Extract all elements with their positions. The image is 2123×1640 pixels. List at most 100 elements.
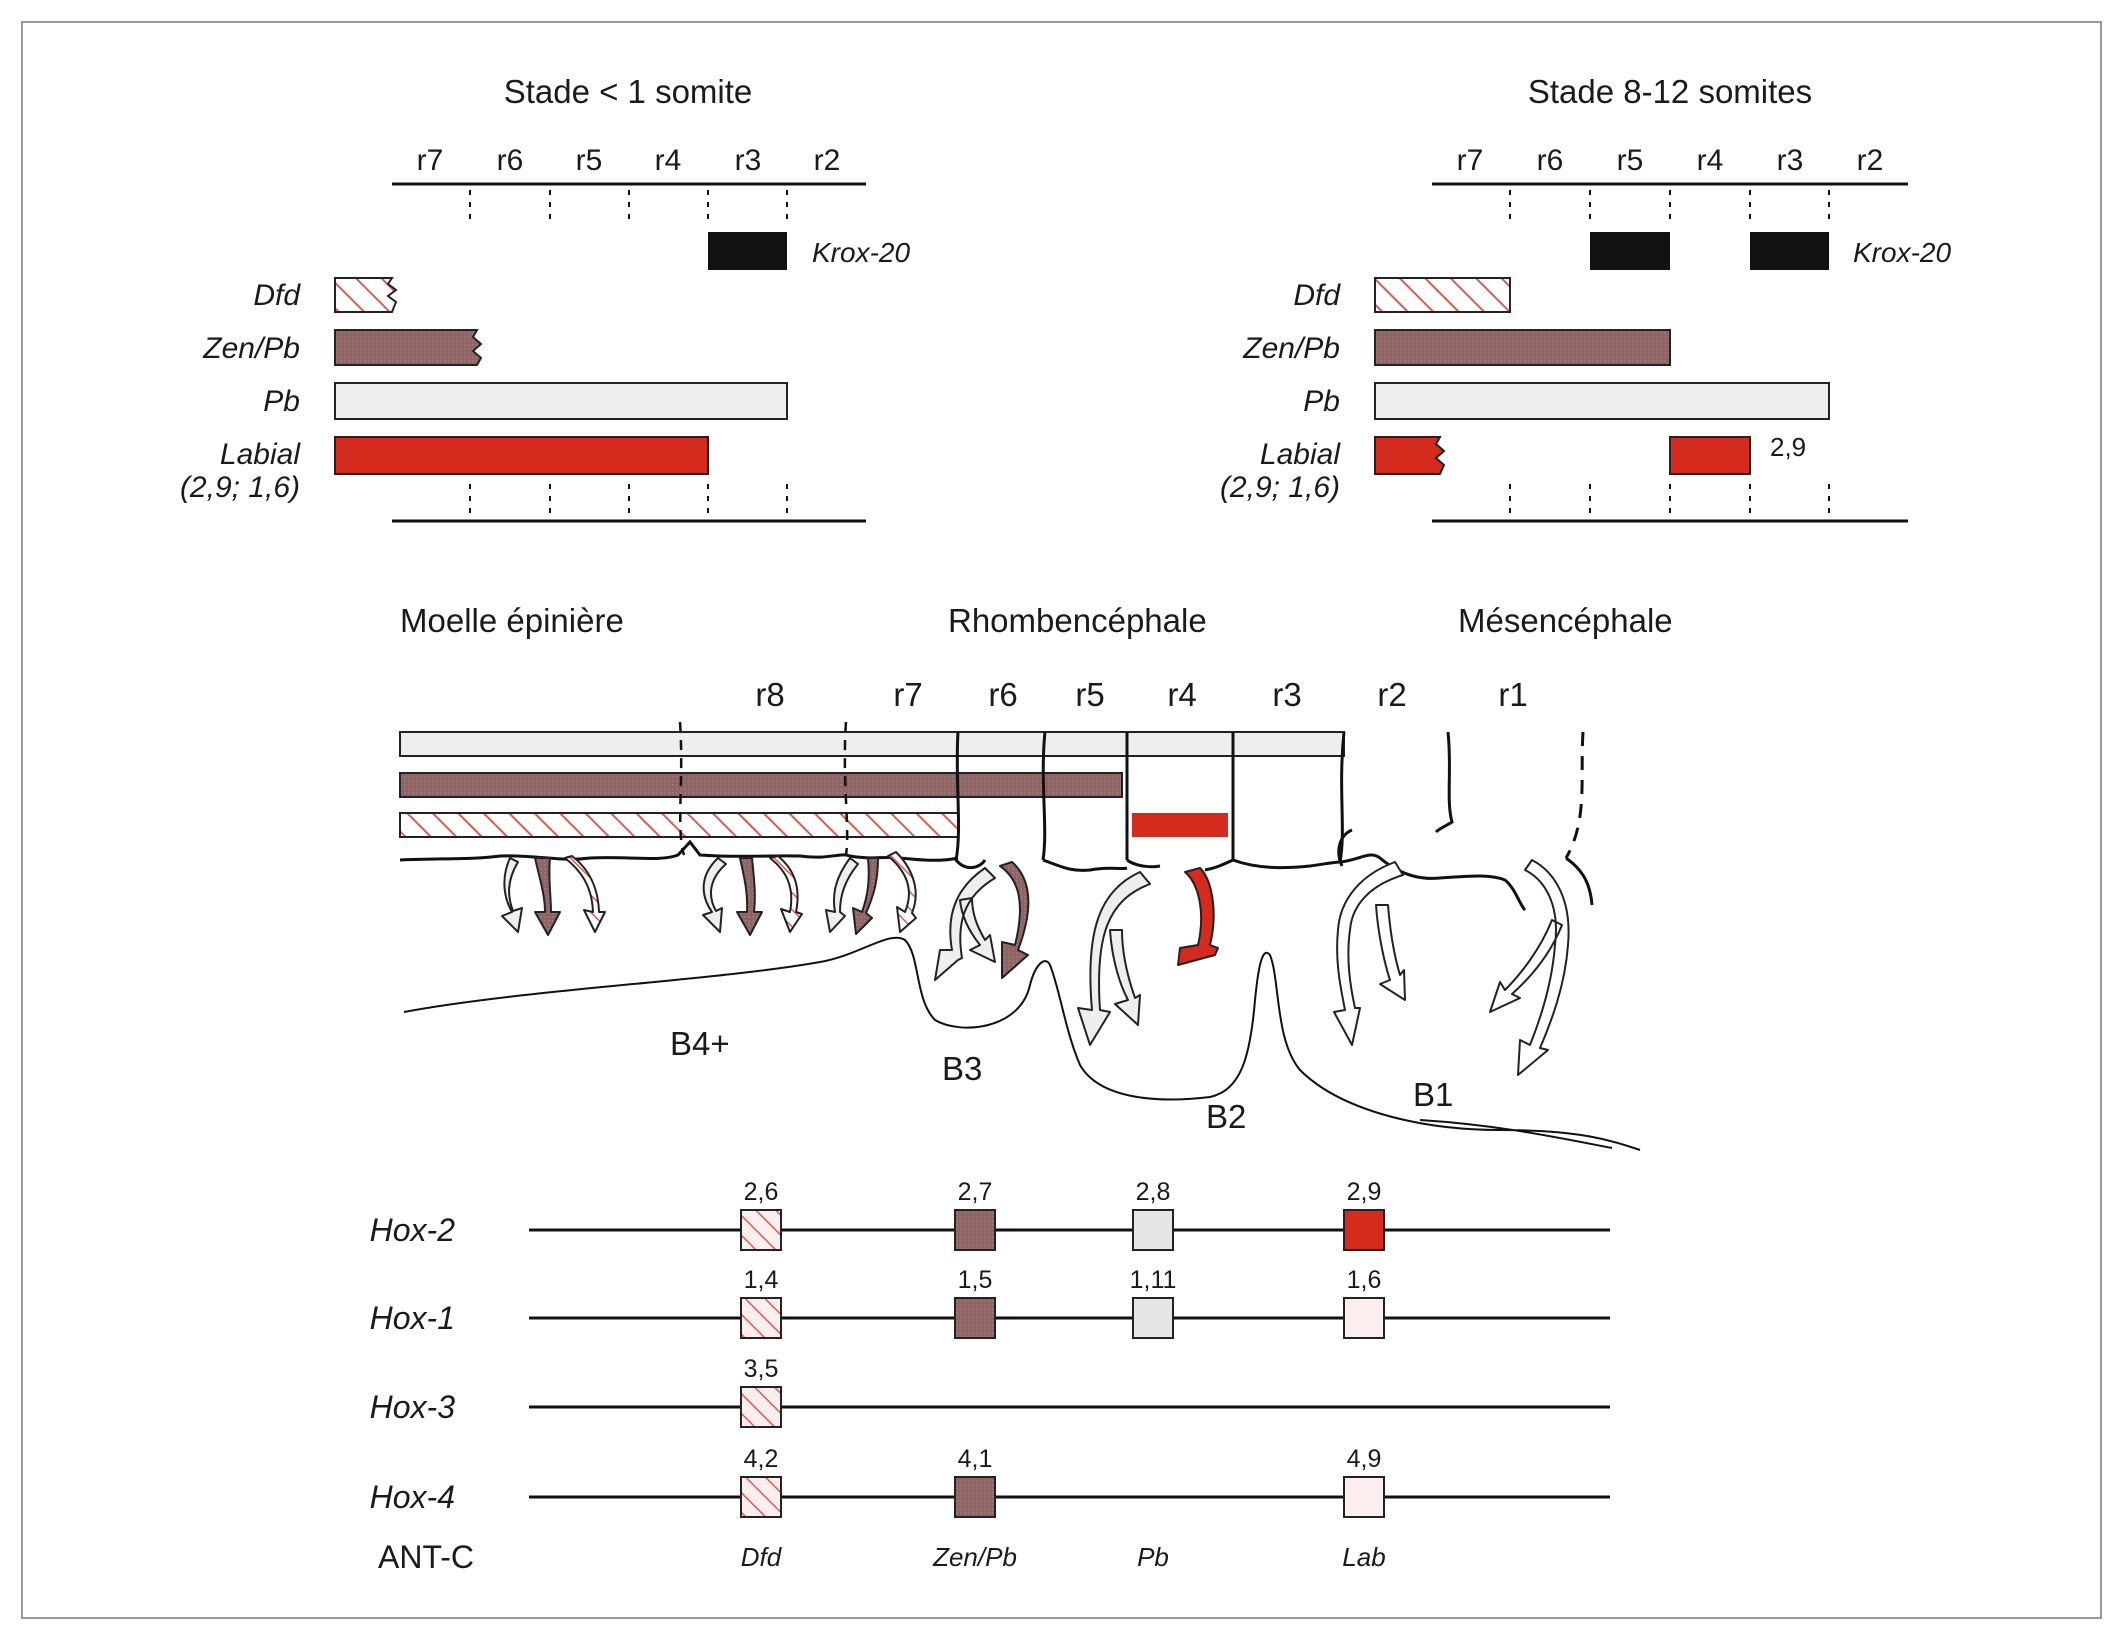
arrow-b4b-dfd xyxy=(769,855,803,933)
boundary-ticks-lower xyxy=(1509,484,1830,516)
stripe-pb xyxy=(399,731,1345,757)
rhombomere-label: r4 xyxy=(1697,144,1724,177)
rhombomere-label: r2 xyxy=(814,144,841,177)
ant-c-label: ANT-C xyxy=(378,1539,474,1575)
rhombomere-label: r4 xyxy=(655,144,682,177)
arrow-b2-pb xyxy=(1077,871,1151,1046)
gene-number: 1,4 xyxy=(744,1266,779,1294)
krox20-bar-r3 xyxy=(1750,232,1829,270)
krox20-bar xyxy=(708,232,787,270)
krox20-label: Krox-20 xyxy=(1853,237,1951,268)
labial-note: 2,9 xyxy=(1770,432,1806,462)
gene-label-pb: Pb xyxy=(1303,385,1340,418)
rhombomere-label: r3 xyxy=(1272,676,1301,713)
gene-number: 1,11 xyxy=(1130,1266,1177,1294)
rhombomere-label: r2 xyxy=(1857,144,1884,177)
arrow-b3a-pb xyxy=(825,857,859,933)
gene-number: 4,1 xyxy=(958,1445,993,1473)
gene-label-zen-pb: Zen/Pb xyxy=(1242,332,1340,365)
gene-box-pb xyxy=(1132,1297,1174,1339)
dfd-bar xyxy=(1374,277,1511,313)
krox20-bar-r5 xyxy=(1590,232,1670,270)
arrow-b4b-zen-pb xyxy=(736,857,763,936)
gene-number: 1,6 xyxy=(1347,1266,1382,1294)
gene-box-dfd xyxy=(740,1476,782,1518)
hox-row-label: Hox-3 xyxy=(370,1389,456,1425)
gene-number: 2,6 xyxy=(744,1178,779,1206)
arrow-b3a-zen-pb xyxy=(852,857,879,935)
gene-box-dfd xyxy=(740,1386,782,1428)
gene-number: 2,7 xyxy=(958,1178,993,1206)
rhombomere-label: r1 xyxy=(1498,676,1527,713)
gene-label-zen-pb: Zen/Pb xyxy=(202,332,300,365)
stripe-labial-r4 xyxy=(1132,813,1228,837)
panel-title: Stade 8-12 somites xyxy=(1528,73,1812,110)
gene-number: 4,2 xyxy=(744,1445,779,1473)
dfd-bar xyxy=(334,277,398,313)
arrow-b4-pb xyxy=(501,857,523,933)
branchial-arch-outline xyxy=(403,936,1641,1151)
ant-c-gene: Dfd xyxy=(741,1542,783,1572)
ant-c-gene: Lab xyxy=(1342,1542,1385,1572)
gene-box-labial xyxy=(1343,1209,1385,1251)
gene-box-labial xyxy=(1343,1297,1385,1339)
labial-subscript: (2,9; 1,6) xyxy=(180,471,300,504)
arrow-b3-zen-pb xyxy=(999,861,1030,979)
rhombomere-labels: r8 r7 r6 r5 r4 r3 r2 r1 xyxy=(755,676,1527,713)
rhombomere-label: r8 xyxy=(755,676,784,713)
gene-box-dfd xyxy=(740,1209,782,1251)
labial-bar-r7 xyxy=(1374,436,1446,475)
neural-tube-schematic: Moelle épinière Rhombencéphale Mésencéph… xyxy=(399,602,1673,1151)
arrow-b1a xyxy=(1333,861,1406,1046)
arch-label: B1 xyxy=(1413,1076,1453,1113)
rhombomere-label: r7 xyxy=(893,676,922,713)
region-midbrain: Mésencéphale xyxy=(1458,602,1673,639)
rhombomere-label: r7 xyxy=(417,144,444,177)
rhombomere-label: r5 xyxy=(576,144,603,177)
gene-label-dfd: Dfd xyxy=(253,279,301,312)
rhombomere-outlines xyxy=(399,731,1594,912)
arrow-b4-zen-pb xyxy=(534,857,561,936)
hox-row-label: Hox-4 xyxy=(370,1479,455,1515)
rhombomere-label: r5 xyxy=(1617,144,1644,177)
labial-bar-r4 xyxy=(1669,436,1751,475)
spinal-segment-dashes xyxy=(678,721,849,856)
panel-stage-1-somite: Stade < 1 somite r7 r6 r5 r4 r3 r2 Krox-… xyxy=(180,73,910,523)
hox-row-hox-2: Hox-2 2,6 2,7 2,8 2,9 xyxy=(370,1178,1610,1251)
gene-box-zen-pb xyxy=(954,1476,996,1518)
pb-bar xyxy=(334,382,788,420)
stripe-zen-pb xyxy=(399,772,1123,798)
arch-label: B2 xyxy=(1206,1098,1246,1135)
arrow-b1b xyxy=(1489,859,1570,1076)
rhombomere-label: r7 xyxy=(1457,144,1484,177)
panel-title: Stade < 1 somite xyxy=(504,73,753,110)
rhombomere-label: r3 xyxy=(735,144,762,177)
panel-stage-8-12-somites: Stade 8-12 somites r7 r6 r5 r4 r3 r2 Kro… xyxy=(1220,73,1951,523)
gene-box-zen-pb xyxy=(954,1297,996,1339)
pb-bar xyxy=(1374,382,1830,420)
arrow-b3-pb xyxy=(934,867,996,981)
stripe-dfd xyxy=(399,812,959,838)
gene-label-pb: Pb xyxy=(263,385,300,418)
midbrain-boundary-dashed xyxy=(1564,731,1585,859)
boundary-ticks xyxy=(1509,190,1830,222)
region-hindbrain: Rhombencéphale xyxy=(948,602,1207,639)
ant-c-gene: Zen/Pb xyxy=(932,1542,1017,1572)
gene-label-labial: Labial xyxy=(220,438,301,471)
arrow-b2-labial xyxy=(1177,867,1219,966)
arch-label: B3 xyxy=(942,1050,982,1087)
rhombomere-labels: r7 r6 r5 r4 r3 r2 xyxy=(417,144,841,177)
ant-c-row: ANT-C Dfd Zen/Pb Pb Lab xyxy=(378,1539,1386,1575)
arrow-b4-dfd xyxy=(564,855,606,933)
hox-row-label: Hox-2 xyxy=(370,1212,456,1248)
arch-labels: B4+ B3 B2 B1 xyxy=(670,1025,1453,1135)
rhombomere-label: r6 xyxy=(1537,144,1564,177)
gene-box-pb xyxy=(1132,1209,1174,1251)
gene-box-dfd xyxy=(740,1297,782,1339)
arrow-b4b-pb xyxy=(702,857,727,933)
hox-row-hox-4: Hox-4 4,2 4,1 4,9 xyxy=(370,1445,1610,1518)
gene-number: 4,9 xyxy=(1347,1445,1382,1473)
gene-number: 3,5 xyxy=(744,1355,779,1383)
hox-row-hox-1: Hox-1 1,4 1,5 1,11 1,6 xyxy=(370,1266,1610,1339)
